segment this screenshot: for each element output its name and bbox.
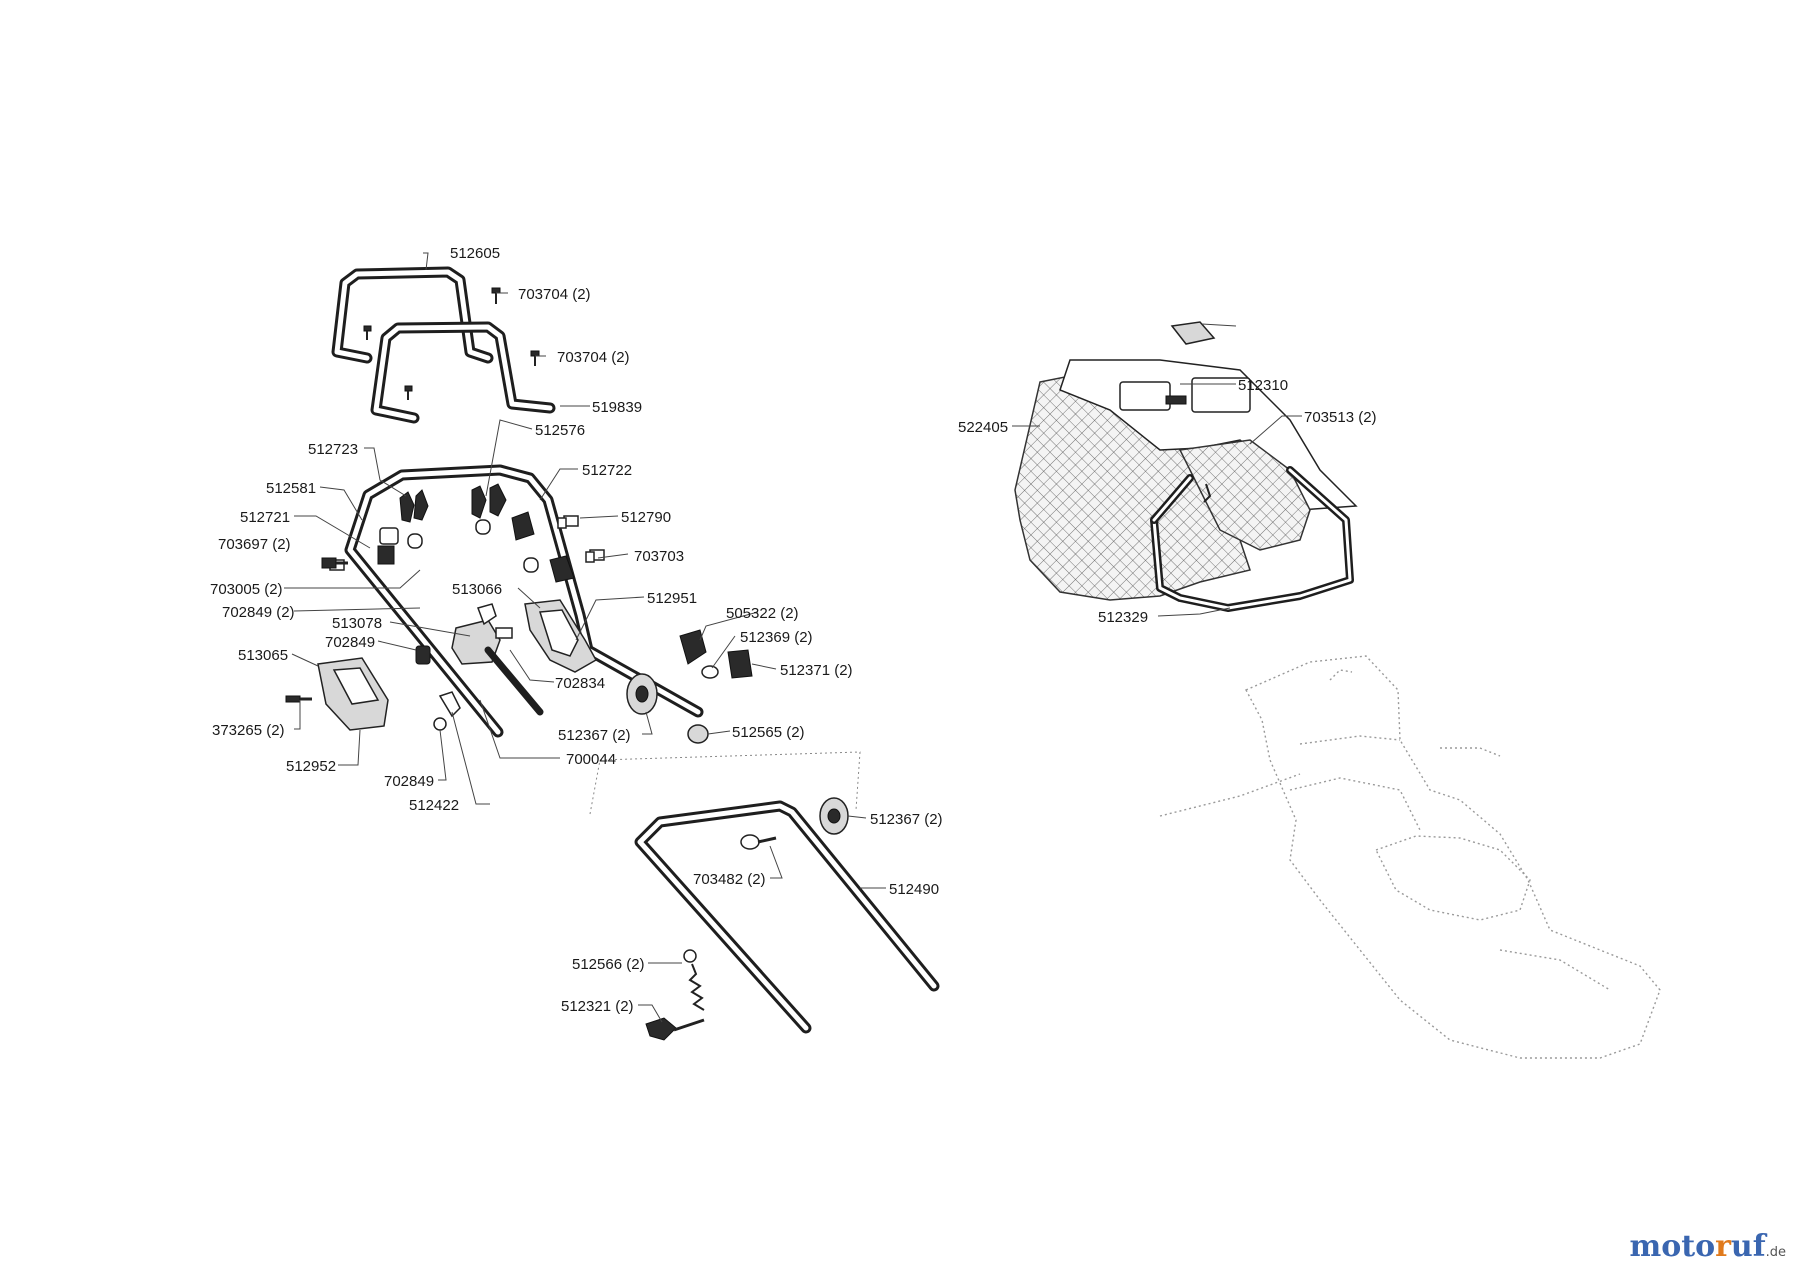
label-703703: 703703 xyxy=(634,548,684,565)
mower-outline-ghost xyxy=(1159,655,1661,1059)
label-512565: 512565 (2) xyxy=(732,724,805,741)
label-512310: 512310 xyxy=(1238,377,1288,394)
gear-knob-512367-icon xyxy=(626,673,658,715)
knob-505322-icon xyxy=(679,629,753,679)
label-512367-a: 512367 (2) xyxy=(558,727,631,744)
label-700044: 700044 xyxy=(566,751,616,768)
label-505322: 505322 (2) xyxy=(726,605,799,622)
label-512721: 512721 xyxy=(240,509,290,526)
brand-text-3: uf xyxy=(1730,1229,1766,1264)
label-703704-b: 703704 (2) xyxy=(557,349,630,366)
bolt-703482-icon xyxy=(740,834,777,850)
bag-frame-512329 xyxy=(1150,466,1354,612)
label-512722: 512722 xyxy=(582,462,632,479)
label-519839: 519839 xyxy=(592,399,642,416)
label-512952: 512952 xyxy=(286,758,336,775)
assembly-guide-line xyxy=(589,751,861,815)
label-702834: 702834 xyxy=(555,675,605,692)
label-702849-a: 702849 (2) xyxy=(222,604,295,621)
grass-bag-522405 xyxy=(1014,321,1358,601)
label-702849-c: 702849 xyxy=(384,773,434,790)
label-703704-a: 703704 (2) xyxy=(518,286,591,303)
label-512371: 512371 (2) xyxy=(780,662,853,679)
clamp-levers-512576 xyxy=(329,483,605,583)
cable-holder-513078 xyxy=(451,603,544,716)
screw-703704-icon xyxy=(363,287,540,400)
knob-512367-b-icon xyxy=(819,797,849,835)
bolts-703697-703703 xyxy=(321,517,595,569)
label-703697: 703697 (2) xyxy=(218,536,291,553)
label-512369: 512369 (2) xyxy=(740,629,813,646)
star-knob-512321-icon xyxy=(645,1017,705,1041)
label-512566: 512566 (2) xyxy=(572,956,645,973)
label-512329: 512329 xyxy=(1098,609,1148,626)
label-512790: 512790 xyxy=(621,509,671,526)
brand-text-2: r xyxy=(1715,1229,1731,1264)
label-512723: 512723 xyxy=(308,441,358,458)
upper-handle-512605 xyxy=(331,266,494,364)
label-522405: 522405 xyxy=(958,419,1008,436)
brand-tld: .de xyxy=(1765,1245,1786,1260)
label-512581: 512581 xyxy=(266,480,316,497)
label-513078: 513078 xyxy=(332,615,382,632)
spring-512566-icon xyxy=(683,949,705,1011)
label-512367-b: 512367 (2) xyxy=(870,811,943,828)
end-cap-512565-icon xyxy=(687,724,709,744)
lower-handle-519839 xyxy=(370,321,556,424)
cable-guide-513066 xyxy=(524,599,598,673)
handle-frame-512581 xyxy=(344,464,704,738)
label-703005: 703005 (2) xyxy=(210,581,283,598)
label-512576: 512576 xyxy=(535,422,585,439)
spacer-702849 xyxy=(415,645,461,731)
label-702849-b: 702849 xyxy=(325,634,375,651)
label-513065: 513065 xyxy=(238,647,288,664)
bottom-cover-512952 xyxy=(285,657,389,731)
label-512605: 512605 xyxy=(450,245,500,262)
label-703482: 703482 (2) xyxy=(693,871,766,888)
label-373265: 373265 (2) xyxy=(212,722,285,739)
part-number-labels: 512605 703704 (2) 703704 (2) 519839 5125… xyxy=(210,245,1377,1015)
leader-lines xyxy=(284,252,1302,1023)
brand-logo: motoruf.de xyxy=(1629,1229,1786,1264)
label-513066: 513066 xyxy=(452,581,502,598)
label-703513: 703513 (2) xyxy=(1304,409,1377,426)
brand-text-1: moto xyxy=(1629,1229,1716,1264)
label-512422: 512422 xyxy=(409,797,459,814)
label-512951: 512951 xyxy=(647,590,697,607)
label-512490: 512490 xyxy=(889,881,939,898)
bottom-handle-512490 xyxy=(634,800,940,1034)
label-512321: 512321 (2) xyxy=(561,998,634,1015)
